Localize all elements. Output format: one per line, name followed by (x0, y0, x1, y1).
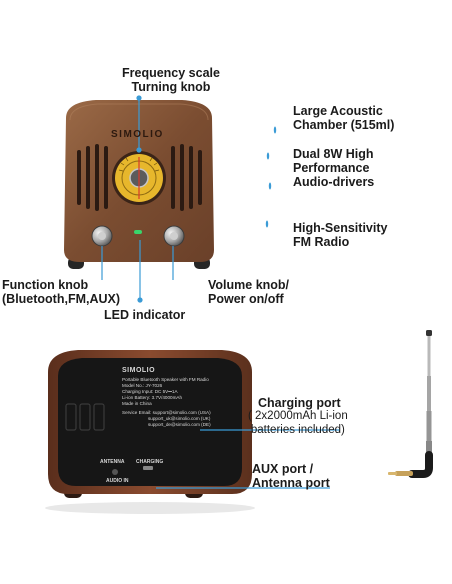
aux-line2: Antenna port (252, 476, 330, 490)
led-indicator-label: LED indicator (104, 308, 186, 322)
back-brand: SIMOLIO (122, 367, 156, 374)
volume-knob-line1: Volume knob/ (208, 278, 290, 292)
volume-knob-label: Volume knob/ Power on/off (208, 278, 289, 306)
callout-lines (101, 95, 340, 489)
back-grille (65, 403, 105, 431)
volume-knob[interactable] (163, 225, 185, 247)
back-line3: Charging Input: DC 5V⎓1A (122, 389, 178, 394)
led-indicator (134, 230, 142, 234)
telescopic-antenna (388, 330, 433, 478)
back-line6: Service Email: support@simolio.com (USA) (122, 410, 211, 415)
charging-port[interactable] (143, 466, 153, 470)
back-panel-text: SIMOLIO Portable Bluetooth Speaker with … (122, 367, 242, 428)
charging-detail-line2: batteries included) (250, 424, 345, 436)
frequency-scale-line2: Turning knob (131, 80, 211, 94)
fm-radio-label: High-Sensitivity FM Radio (293, 221, 387, 249)
fm-line1: High-Sensitivity (293, 221, 388, 235)
radio-back-shadow (45, 502, 255, 514)
back-line4: Li-ion Battery: 3.7V/4000mAh (122, 395, 183, 400)
acoustic-chamber-label: Large Acoustic Chamber (515ml) (293, 104, 394, 132)
drivers-line1: Dual 8W High (293, 147, 374, 161)
aux-line1: AUX port / (252, 462, 314, 476)
speaker-slots-left (77, 144, 108, 211)
back-line7: support_uk@simolio.com (UK) (148, 416, 211, 421)
drivers-line2: Performance (293, 161, 370, 175)
function-knob[interactable] (91, 225, 113, 247)
back-line1: Portable Bluetooth Speaker with FM Radio (122, 377, 209, 382)
audio-drivers-label: Dual 8W High Performance Audio-drivers (293, 147, 374, 189)
back-charging-label: CHARGING (136, 459, 164, 465)
function-knob-label: Function knob (Bluetooth,FM,AUX) (2, 278, 120, 306)
frequency-dial (112, 151, 166, 205)
back-line8: support_de@simolio.com (DE) (148, 422, 211, 427)
acoustic-line2: Chamber (515ml) (293, 118, 395, 132)
function-knob-line2: (Bluetooth,FM,AUX) (2, 292, 121, 306)
front-brand-logo: SIMOLIO (111, 129, 164, 140)
fm-line2: FM Radio (293, 235, 350, 249)
back-antenna-label: ANTENNA (100, 459, 125, 465)
aux-port-label: AUX port / Antenna port (252, 462, 330, 490)
drivers-line3: Audio-drivers (293, 175, 375, 189)
frequency-scale-label: Frequency scale Turning knob (122, 66, 220, 94)
function-knob-line1: Function knob (2, 278, 89, 292)
charging-detail-line1: ( 2x2000mAh Li-ion (248, 410, 348, 422)
acoustic-line1: Large Acoustic (293, 104, 383, 118)
back-audio-in-label: AUDIO IN (106, 478, 129, 484)
radio-back-panel (58, 358, 242, 486)
volume-knob-line2: Power on/off (208, 292, 284, 306)
charging-port-label: Charging port (258, 396, 341, 410)
back-line5: Made in China (122, 401, 152, 406)
speaker-slots-right (171, 144, 202, 211)
frequency-scale-line1: Frequency scale (122, 66, 220, 80)
antenna-port[interactable] (112, 469, 118, 475)
callout-dots (265, 126, 277, 228)
back-line2: Model No.: JY-7026 (122, 383, 163, 388)
charging-detail-label: ( 2x2000mAh Li-ion batteries included) (248, 409, 348, 437)
